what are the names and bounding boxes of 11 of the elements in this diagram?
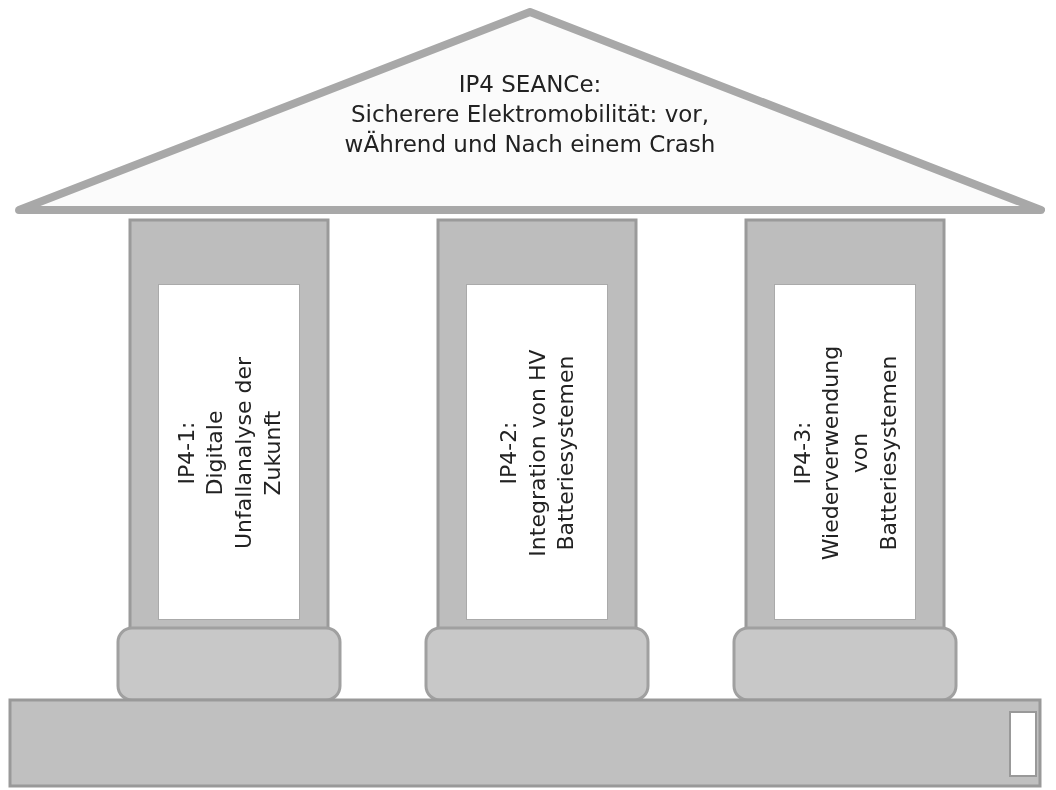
- pillar-panel: [158, 284, 300, 620]
- pillar-panel: [774, 284, 916, 620]
- pillar-heading: IP4-2:: [495, 421, 523, 485]
- pillar-heading: IP4-1:: [172, 421, 200, 485]
- roof-heading: IP4 SEANCe:: [458, 70, 602, 99]
- pillar-text: Digitale Unfallanalyse der Zukunft: [201, 355, 286, 552]
- roof-text: Sicherere Elektromobilität: vor, wÄhrend und Nach einem Crash: [343, 99, 717, 159]
- pillar-heading: IP4-3:: [788, 421, 816, 485]
- pillar-panel: [466, 284, 608, 620]
- pillar-text: Wiederverwendung von Batteriesystemen: [817, 344, 902, 563]
- pillar-text: Integration von HV Batteriesystemen: [523, 348, 580, 559]
